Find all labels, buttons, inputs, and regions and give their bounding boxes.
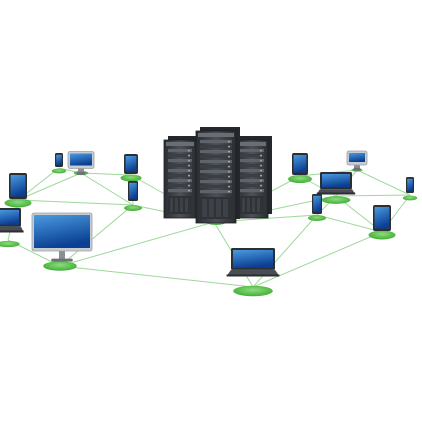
node-base (4, 198, 32, 208)
network-link (335, 194, 411, 197)
laptop-icon (316, 172, 356, 204)
server-unit (235, 136, 272, 219)
node-base (43, 261, 77, 271)
node-base (51, 168, 67, 174)
tablet-icon (120, 154, 142, 182)
node-base (120, 174, 142, 182)
node-base (321, 196, 351, 204)
phone-icon (124, 181, 142, 211)
laptop-icon (0, 208, 24, 248)
network-link (356, 169, 411, 196)
node-base (233, 285, 273, 297)
tablet-icon (288, 153, 312, 183)
network-link (80, 172, 132, 176)
node-base (402, 195, 418, 201)
phone-icon (308, 194, 326, 221)
phone-icon (402, 177, 418, 201)
network-link (59, 204, 134, 267)
node-base (288, 175, 312, 183)
tablet-icon (4, 173, 32, 208)
monitor-icon (346, 150, 368, 172)
tablet-icon (368, 205, 396, 240)
network-link (80, 172, 134, 206)
network-link (59, 221, 215, 267)
network-link (59, 265, 254, 288)
monitor-icon (67, 151, 95, 176)
network-link (252, 231, 383, 288)
monitor-icon (31, 212, 93, 271)
server-rack-icon (163, 127, 272, 225)
node-base (0, 240, 20, 248)
network-nodes (0, 127, 418, 297)
node-base (308, 215, 326, 221)
node-base (124, 205, 142, 211)
phone-icon (51, 153, 67, 174)
network-link (17, 199, 134, 206)
network-link (316, 214, 383, 233)
laptop-icon (226, 248, 280, 297)
node-base (368, 230, 396, 240)
server-unit (163, 136, 200, 219)
server-unit (195, 127, 240, 224)
network-link (17, 172, 82, 201)
